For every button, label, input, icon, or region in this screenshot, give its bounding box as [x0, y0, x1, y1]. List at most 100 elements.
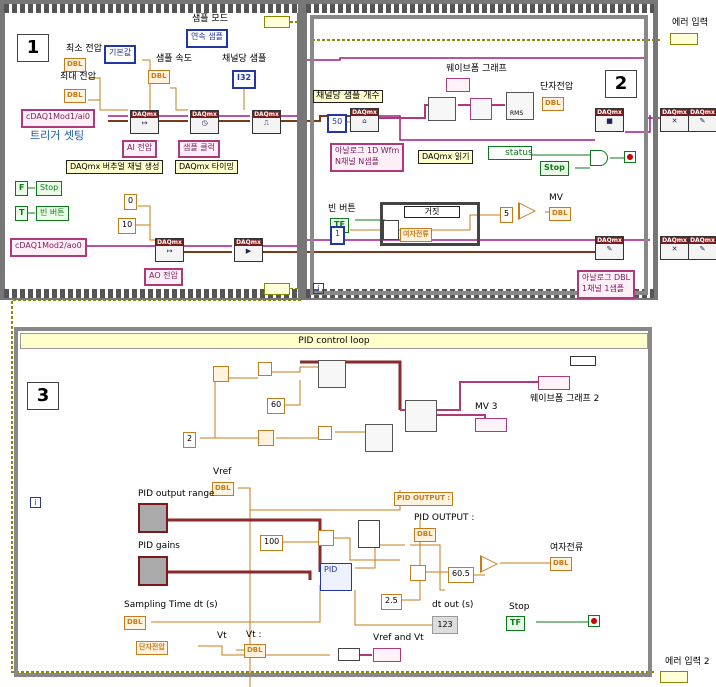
timestamp-node-1[interactable] [213, 366, 229, 382]
samples-per-channel-label: 채널당 샘플 [222, 54, 267, 64]
terminal-voltage-local-variable[interactable]: 단자전압 [136, 641, 168, 655]
const-60-5[interactable]: 60.5 [448, 567, 474, 583]
error-in-2-indicator[interactable] [660, 671, 688, 683]
false-constant[interactable]: F [15, 181, 29, 196]
pid-output-range-control[interactable] [138, 503, 168, 533]
elapsed-time-icon-1[interactable] [318, 360, 346, 388]
loop-index-2: i [313, 283, 324, 294]
daqmx-read-node[interactable]: DAQmx⌂ [350, 108, 379, 132]
const-5[interactable]: 5 [500, 207, 514, 223]
case-selector[interactable]: 거짓 [404, 206, 460, 218]
multiply-node-1[interactable] [258, 362, 272, 376]
add-node[interactable] [410, 565, 426, 581]
build-array-icon-3[interactable] [405, 400, 437, 432]
ao-voltage-selector[interactable]: AO 전압 [144, 268, 183, 286]
daqmx-clear-task-node-1[interactable]: DAQmx✕ [660, 108, 689, 132]
const-0[interactable]: 0 [124, 194, 138, 210]
elapsed-time-icon-2[interactable] [365, 424, 393, 452]
empty-button-label-2: 빈 버튼 [328, 204, 356, 214]
daqmx-stop-task-node[interactable]: DAQmx■ [595, 108, 624, 132]
analog-1d-wfm-selector[interactable]: 아날로그 1D Wfm N채널 N샘플 [330, 143, 405, 172]
error-cluster-in-frame1[interactable] [264, 16, 290, 28]
analog-dbl-selector[interactable]: 아날로그 DBL 1채널 1샘플 [577, 270, 636, 299]
stop-terminal-3[interactable]: TF [506, 616, 525, 631]
daqmx-create-channel-node[interactable]: DAQmx↦ [130, 110, 159, 134]
pid-loop-title: PID control loop [298, 336, 370, 346]
multiply-node-2[interactable] [318, 426, 332, 440]
mv-indicator[interactable]: DBL [549, 207, 571, 221]
const-50[interactable]: 50 [327, 114, 348, 133]
mv3-terminal[interactable] [475, 418, 507, 432]
pid-vi-node[interactable]: PID [320, 563, 352, 591]
wait-icon[interactable] [383, 220, 399, 240]
daqmx-write-node[interactable]: DAQmx✎ [595, 236, 624, 260]
analog-dbl-line2: 1채널 1샘플 [582, 284, 625, 293]
const-2[interactable]: 2 [183, 432, 197, 448]
waveform-graph-2-terminal[interactable] [538, 376, 570, 390]
pid-output-local-variable[interactable]: PID OUTPUT : [394, 492, 454, 506]
daqmx-trigger-node[interactable]: DAQmx⎍ [252, 110, 281, 134]
sample-rate-terminal[interactable]: DBL [148, 70, 170, 84]
daqmx-error-node-2[interactable]: DAQmx✎ [688, 236, 716, 260]
stop-dot-icon-3 [591, 618, 597, 624]
daqmx-clear-task-node-2[interactable]: DAQmx✕ [660, 236, 689, 260]
vref-and-vt-label: Vref and Vt [373, 633, 424, 643]
rms-icon[interactable] [506, 92, 534, 120]
stop-local-variable[interactable]: Stop [36, 181, 63, 196]
pid-output-range-label: PID output range [138, 489, 215, 499]
build-array-icon[interactable] [428, 97, 456, 121]
unbundle-status[interactable]: status [488, 146, 533, 160]
max-voltage-terminal[interactable]: DBL [64, 89, 86, 103]
i32-terminal[interactable]: I32 [232, 70, 257, 89]
const-10[interactable]: 10 [118, 218, 137, 234]
waveform-graph-terminal[interactable] [446, 78, 470, 92]
divide-node-icon[interactable] [518, 202, 536, 220]
ai-voltage-selector[interactable]: AI 전압 [122, 140, 158, 158]
min-voltage-terminal[interactable]: DBL [64, 58, 86, 72]
error-cluster-out-frame1[interactable] [264, 283, 290, 295]
const-60[interactable]: 60 [267, 398, 286, 414]
divide-node-3[interactable] [480, 555, 498, 573]
pid-while-loop [14, 327, 652, 677]
daqmx-ao-create-channel-node[interactable]: DAQmx↦ [155, 238, 184, 262]
pid-output-indicator[interactable]: DBL [414, 528, 436, 542]
stop-condition-3[interactable] [588, 615, 600, 627]
excitation-current-local-variable[interactable]: 여자전류 [400, 228, 432, 242]
const-1[interactable]: 1 [330, 226, 346, 245]
default-constant[interactable]: 기본값 [104, 45, 137, 64]
bundle-node[interactable] [338, 648, 360, 661]
vt-indicator[interactable]: DBL [244, 644, 266, 658]
or-gate-icon[interactable] [590, 150, 608, 166]
error-in-indicator[interactable] [670, 33, 698, 45]
vref-and-vt-terminal[interactable] [373, 648, 401, 662]
const-2-5[interactable]: 2.5 [381, 594, 402, 610]
vref-terminal[interactable]: DBL [212, 482, 234, 496]
dt-out-value: 123 [437, 620, 453, 629]
waveform-terminal-top[interactable] [570, 356, 596, 366]
timestamp-node-2[interactable] [258, 430, 274, 446]
wait-icon-3[interactable] [358, 520, 380, 548]
excitation-current-label: 여자전류 [550, 543, 584, 553]
daqmx-start-node[interactable]: DAQmx▶ [234, 238, 263, 262]
stop-condition-icon[interactable] [624, 151, 636, 163]
daqmx-error-node-1[interactable]: DAQmx✎ [688, 108, 716, 132]
create-channel-caption: DAQmx 버추얼 채널 생성 [66, 160, 164, 174]
sampling-time-terminal[interactable]: DBL [124, 616, 146, 630]
dt-out-indicator[interactable]: 123 [432, 616, 458, 634]
timing-caption: DAQmx 타이밍 [175, 160, 238, 174]
excitation-current-indicator[interactable]: DBL [550, 557, 572, 571]
continuous-samples-constant[interactable]: 연속 샘플 [186, 29, 228, 48]
sample-clock-selector[interactable]: 샘플 클럭 [178, 140, 220, 158]
true-constant[interactable]: T [15, 206, 29, 221]
const-100[interactable]: 100 [260, 535, 284, 551]
case-structure [380, 202, 480, 246]
daqmx-timing-node[interactable]: DAQmx◷ [190, 110, 219, 134]
terminal-voltage-indicator[interactable]: DBL [542, 97, 564, 111]
empty-button-local-variable[interactable]: 빈 버튼 [36, 206, 69, 221]
ao-channel-constant[interactable]: cDAQ1Mod2/ao0 [10, 238, 87, 257]
ai-channel-constant[interactable]: cDAQ1Mod1/ai0 [21, 109, 96, 128]
pid-gains-control[interactable] [138, 556, 168, 586]
multiply-node-3[interactable] [318, 530, 334, 546]
stop-local-variable-2[interactable]: Stop [540, 161, 569, 176]
waveform-subset-icon[interactable] [470, 98, 492, 120]
